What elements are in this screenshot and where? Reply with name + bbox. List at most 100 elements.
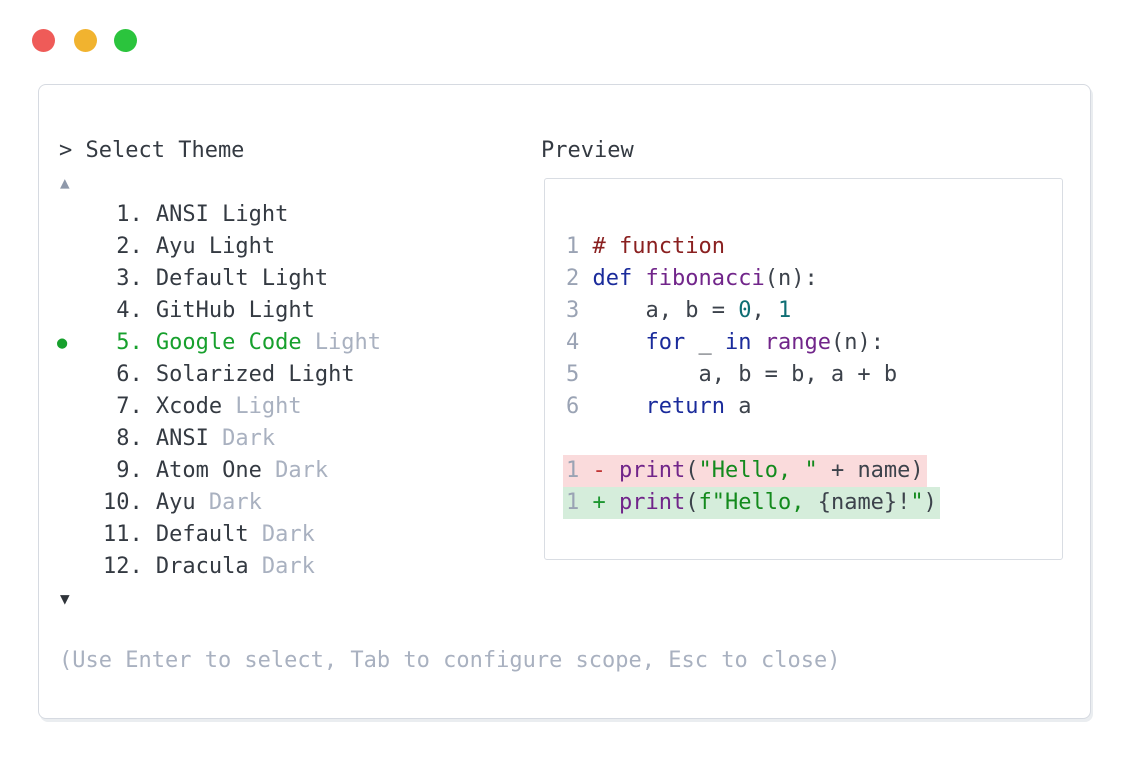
code-line: 2 def fibonacci(n):	[566, 263, 940, 295]
item-number: 7.	[116, 394, 143, 419]
bullet-placeholder	[55, 391, 103, 423]
theme-list-item[interactable]: 8. ANSI Dark	[55, 423, 381, 455]
bullet-placeholder	[55, 231, 103, 263]
item-name: ANSI Light	[155, 202, 289, 227]
theme-list-item[interactable]: 6.Solarized Light	[55, 359, 381, 391]
code-token	[632, 266, 645, 291]
item-number: 8.	[116, 426, 143, 451]
code-token: in	[724, 330, 752, 355]
code-token: -	[592, 458, 606, 483]
code-line: 3 a, b = 0, 1	[566, 295, 940, 327]
code-token: 3	[566, 298, 580, 323]
code-token: (	[685, 490, 699, 515]
code-line	[566, 423, 940, 455]
item-variant: Light	[235, 394, 302, 419]
code-token	[579, 394, 645, 419]
code-line: 6 return a	[566, 391, 940, 423]
theme-list-item[interactable]: 2. Ayu Light	[55, 231, 381, 263]
minimize-button[interactable]	[74, 29, 97, 52]
item-number: 3.	[116, 266, 143, 291]
code-token: 1	[777, 298, 792, 323]
theme-list-item[interactable]: 11. Default Dark	[55, 519, 381, 551]
item-variant: Light	[314, 330, 382, 355]
diff-highlight: 1 + print(f"Hello, {name}!")	[563, 487, 940, 519]
code-token	[606, 490, 619, 515]
item-number: 9.	[116, 458, 143, 483]
theme-list-item[interactable]: 10. Ayu Dark	[55, 487, 381, 519]
item-number: 6.	[116, 362, 143, 387]
code-token	[579, 234, 592, 259]
item-number: 2.	[116, 234, 143, 259]
code-token: 2	[566, 266, 580, 291]
select-theme-prompt: > Select Theme	[59, 138, 245, 163]
item-number: 1.	[116, 202, 143, 227]
item-variant: Dark	[208, 490, 262, 515]
item-name: Dracula	[155, 554, 249, 579]
item-name: Google Code	[155, 330, 302, 355]
item-number: 5.	[116, 330, 143, 355]
item-name: Default Light	[155, 266, 329, 291]
code-token	[606, 458, 619, 483]
item-variant: Dark	[261, 522, 315, 547]
code-token: return	[645, 394, 725, 419]
item-name: Xcode	[155, 394, 223, 419]
code-token: 5	[566, 362, 580, 387]
code-line: 1 # function	[566, 231, 940, 263]
code-token: f"Hello,	[698, 490, 818, 515]
item-name: Ayu Light	[155, 234, 276, 259]
item-name: Default	[155, 522, 249, 547]
scroll-down-indicator[interactable]: ▼	[60, 589, 70, 608]
code-token: 0	[738, 298, 752, 323]
maximize-button[interactable]	[114, 29, 137, 52]
item-number: 11.	[103, 522, 143, 547]
code-token	[579, 330, 645, 355]
code-token: print	[619, 458, 686, 483]
bullet-placeholder	[55, 295, 103, 327]
theme-list-item[interactable]: 4.GitHub Light	[55, 295, 381, 327]
code-token: (n):	[830, 330, 884, 355]
code-line: 4 for _ in range(n):	[566, 327, 940, 359]
bullet-placeholder	[55, 423, 103, 455]
code-token: )	[923, 490, 937, 515]
code-token	[579, 266, 592, 291]
code-token: (n):	[764, 266, 818, 291]
code-token: +	[592, 490, 606, 515]
theme-picker-panel: > Select Theme ▲ 1. ANSI Light 2. Ayu Light…	[38, 84, 1091, 719]
code-token: # function	[592, 234, 725, 259]
bullet-placeholder	[55, 455, 103, 487]
code-line: 1 - print("Hello, " + name)	[563, 455, 940, 487]
code-token: ,	[751, 298, 778, 323]
code-token: def	[592, 266, 633, 291]
code-token: 1	[566, 234, 580, 259]
theme-list-item[interactable]: 7. Xcode Light	[55, 391, 381, 423]
code-token: _	[685, 330, 725, 355]
theme-list: 1. ANSI Light 2. Ayu Light 3. Default Light 4.…	[55, 199, 381, 583]
code-token: a, b = b, a + b	[579, 362, 898, 387]
theme-list-item[interactable]: 3. Default Light	[55, 263, 381, 295]
code-token: fibonacci	[645, 266, 765, 291]
keyboard-hint: (Use Enter to select, Tab to configure s…	[59, 648, 841, 673]
item-number: 10.	[103, 490, 143, 515]
close-button[interactable]	[32, 29, 55, 52]
item-variant: Dark	[261, 554, 315, 579]
code-token: 4	[566, 330, 580, 355]
code-token: for	[645, 330, 686, 355]
preview-title: Preview	[541, 138, 634, 163]
theme-list-item[interactable]: 1. ANSI Light	[55, 199, 381, 231]
item-name: ANSI	[155, 426, 209, 451]
item-name: Ayu	[155, 490, 196, 515]
bullet-placeholder	[55, 263, 103, 295]
scroll-up-indicator[interactable]: ▲	[60, 173, 70, 192]
code-token: a, b =	[579, 298, 739, 323]
code-token: (	[685, 458, 699, 483]
code-line: 1 + print(f"Hello, {name}!")	[563, 487, 940, 519]
code-token	[751, 330, 764, 355]
code-token	[579, 458, 592, 483]
item-name: GitHub Light	[155, 298, 315, 323]
item-variant: Dark	[222, 426, 276, 451]
